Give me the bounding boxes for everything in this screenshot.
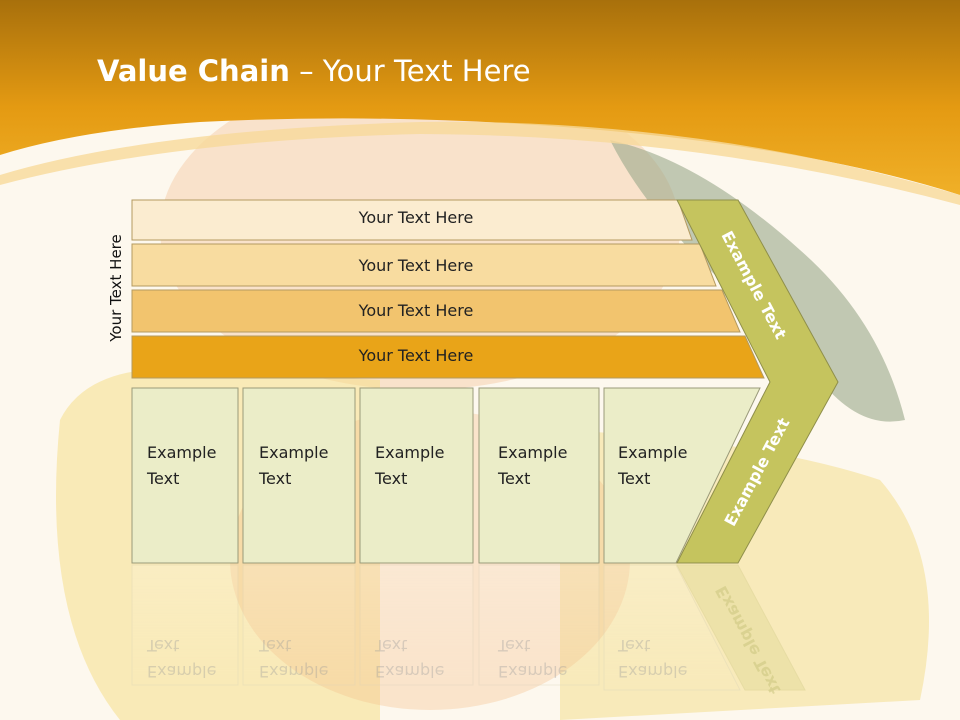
box-1-reflection: Example Text	[147, 636, 217, 681]
box-5-reflection: Example Text	[618, 636, 688, 681]
header-swoosh	[0, 121, 960, 205]
band-3-shape	[131, 289, 741, 333]
box-3-label: Example Text	[375, 443, 445, 488]
band-4-shape	[131, 335, 765, 379]
band-3-label: Your Text Here	[358, 301, 474, 320]
box-5-label: Example Text	[618, 443, 688, 488]
band-2-shape	[131, 243, 717, 287]
box-5-shape	[603, 387, 761, 564]
box-2-shape	[242, 387, 356, 564]
box-2-reflection: Example Text	[259, 636, 329, 681]
reflection-group	[131, 564, 806, 691]
band-4-label: Your Text Here	[358, 346, 474, 365]
page-title: Value Chain – Your Text Here	[97, 54, 531, 88]
box-3-shape	[359, 387, 474, 564]
title-rest: – Your Text Here	[289, 54, 531, 88]
box-3-reflection: Example Text	[375, 636, 445, 681]
box-1-label: Example Text	[147, 443, 217, 488]
title-bold: Value Chain	[97, 54, 290, 88]
box-4-label: Example Text	[498, 443, 568, 488]
chevron-shape	[676, 199, 839, 564]
band-2-label: Your Text Here	[358, 256, 474, 275]
box-4-reflection: Example Text	[498, 636, 568, 681]
box-2-label: Example Text	[259, 443, 329, 488]
box-4-shape	[478, 387, 600, 564]
box-1-shape	[131, 387, 239, 564]
header-band	[0, 0, 960, 195]
band-1-shape	[131, 199, 693, 241]
band-1-label: Your Text Here	[358, 208, 474, 227]
